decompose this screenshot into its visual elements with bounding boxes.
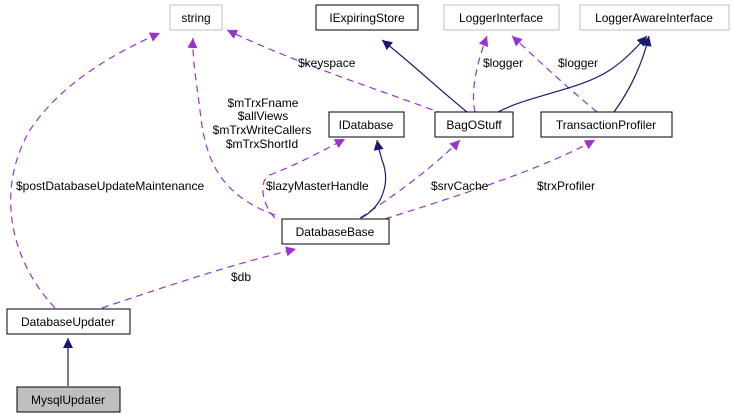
edge-databasebase-string xyxy=(187,37,276,216)
node-string[interactable]: string xyxy=(169,4,223,31)
edge-label-trxprofiler: $trxProfiler xyxy=(537,179,595,193)
edge-databasebase-transactionprofiler xyxy=(384,139,596,220)
edge-bagostuff-iexpiringstore xyxy=(381,39,468,113)
edge-label-bagostuff-logger: $logger xyxy=(483,56,523,70)
edge-bagostuff-string xyxy=(226,29,456,119)
node-label: IExpiringStore xyxy=(329,11,405,25)
node-label: TransactionProfiler xyxy=(556,118,656,132)
node-idatabase[interactable]: IDatabase xyxy=(328,111,405,138)
edge-label-srvcache: $srvCache xyxy=(431,179,489,193)
node-label: MysqlUpdater xyxy=(31,393,105,407)
edge-label-postdatabaseupdatemaintenance: $postDatabaseUpdateMaintenance xyxy=(16,179,204,193)
node-loggerawareinterface[interactable]: LoggerAwareInterface xyxy=(579,4,730,31)
edge-databasebase-idatabase-inherit xyxy=(360,139,387,219)
node-iexpiringstore[interactable]: IExpiringStore xyxy=(315,4,419,31)
edge-bagostuff-loggerinterface xyxy=(472,35,489,113)
node-databaseupdater[interactable]: DatabaseUpdater xyxy=(6,308,131,335)
edge-transactionprofiler-loggerawareinterface xyxy=(613,35,652,113)
node-bagostuff[interactable]: BagOStuff xyxy=(434,111,514,138)
node-label: LoggerAwareInterface xyxy=(595,11,713,25)
edge-label-mtrxfname: $mTrxFname xyxy=(228,96,299,110)
edge-label-lazymasterhandle: $lazyMasterHandle xyxy=(266,179,369,193)
node-label: IDatabase xyxy=(339,118,394,132)
edge-label-mtrxshortid: $mTrxShortId xyxy=(226,137,298,151)
node-label: DatabaseBase xyxy=(296,225,375,239)
node-loggerinterface[interactable]: LoggerInterface xyxy=(443,4,560,31)
edge-transactionprofiler-loggerinterface xyxy=(511,35,598,113)
edge-label-transactionprofiler-logger: $logger xyxy=(558,56,598,70)
node-label: BagOStuff xyxy=(446,118,502,132)
node-mysqlupdater[interactable]: MysqlUpdater xyxy=(16,386,121,413)
node-label: string xyxy=(181,11,210,25)
edge-bagostuff-loggerawareinterface xyxy=(497,35,648,113)
node-label: LoggerInterface xyxy=(459,11,543,25)
edge-label-mtrxwritecallers: $mTrxWriteCallers xyxy=(213,123,312,137)
node-label: DatabaseUpdater xyxy=(21,315,115,329)
edge-databasebase-idatabase xyxy=(262,138,346,219)
edge-databaseupdater-databasebase xyxy=(101,246,297,309)
edge-databaseupdater-string xyxy=(10,32,161,309)
node-databasebase[interactable]: DatabaseBase xyxy=(281,218,390,245)
edge-label-keyspace: $keyspace xyxy=(298,56,356,70)
edge-label-db: $db xyxy=(231,270,251,284)
node-transactionprofiler[interactable]: TransactionProfiler xyxy=(540,111,673,138)
edge-label-allviews: $allViews xyxy=(238,109,288,123)
